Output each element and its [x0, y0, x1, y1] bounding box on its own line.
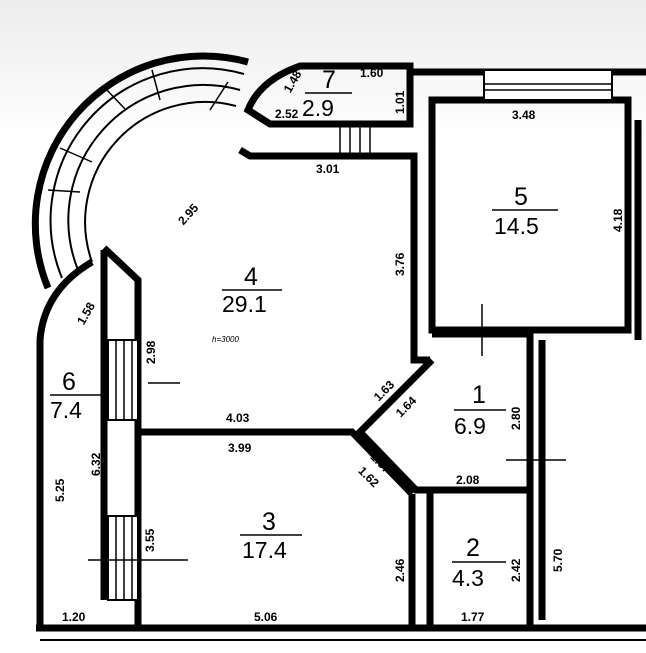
room-4-label: 4 29.1 h=3000 — [212, 263, 282, 344]
room-7-area: 2.9 — [302, 95, 334, 121]
dim-r4-top: 3.01 — [316, 162, 340, 176]
room-6-number: 6 — [62, 368, 76, 396]
room-5-label: 5 14.5 — [492, 183, 558, 239]
room-5-area: 14.5 — [494, 213, 539, 239]
dim-r3-top: 3.99 — [228, 441, 252, 455]
room-4-number: 4 — [244, 263, 258, 291]
ceiling-height-note: h=3000 — [212, 335, 239, 344]
dim-r4-arc: 2.95 — [175, 201, 201, 228]
dim-r7-d: 1.01 — [393, 90, 407, 114]
room-1-area: 6.9 — [454, 413, 486, 439]
room-7-walls — [243, 62, 414, 156]
dimension-labels: 1.48 1.60 2.52 1.01 3.48 4.18 3.01 2.95 … — [53, 66, 625, 624]
dim-outer-right: 5.70 — [551, 548, 565, 572]
dim-r7-c: 2.52 — [275, 107, 299, 121]
dim-r3-bottom: 5.06 — [254, 610, 278, 624]
dim-r5-top: 3.48 — [512, 108, 536, 122]
room-3-label: 3 17.4 — [240, 508, 302, 563]
dim-r6-arc: 1.58 — [74, 300, 98, 328]
room-6-area: 7.4 — [50, 397, 82, 423]
dim-r2-bottom: 1.77 — [461, 610, 485, 624]
room-5-number: 5 — [514, 183, 528, 211]
dim-r6-bottom: 1.20 — [62, 610, 86, 624]
room-3-area: 17.4 — [242, 537, 287, 563]
dim-r5-side: 4.18 — [611, 208, 625, 232]
room-1-number: 1 — [472, 381, 486, 409]
bay-window — [31, 52, 249, 290]
room-2-number: 2 — [466, 534, 480, 562]
dim-r2-side: 2.42 — [509, 558, 523, 582]
main-walls — [36, 68, 646, 641]
room-7-label: 7 2.9 — [302, 66, 352, 121]
dim-r1-bottom: 2.08 — [456, 473, 480, 487]
room-7-number: 7 — [322, 66, 336, 94]
dim-r3-right: 2.46 — [393, 558, 407, 582]
dim-r4-bottom: 4.03 — [226, 411, 250, 425]
room-4-area: 29.1 — [222, 291, 267, 317]
dim-r3-left: 3.55 — [143, 528, 157, 552]
room-1-label: 1 6.9 — [454, 381, 506, 439]
dim-r4-right: 3.76 — [393, 252, 407, 276]
room-2-label: 2 4.3 — [452, 534, 506, 591]
room-3-number: 3 — [262, 508, 276, 536]
room-6-label: 6 7.4 — [50, 368, 102, 423]
dim-r6-side: 5.25 — [53, 478, 67, 502]
room-2-area: 4.3 — [452, 565, 484, 591]
dim-r1-side: 2.80 — [509, 406, 523, 430]
dim-r6-inner: 6.32 — [89, 452, 103, 476]
dim-r7-b: 1.60 — [360, 66, 384, 80]
dim-r4-left: 2.98 — [144, 340, 158, 364]
